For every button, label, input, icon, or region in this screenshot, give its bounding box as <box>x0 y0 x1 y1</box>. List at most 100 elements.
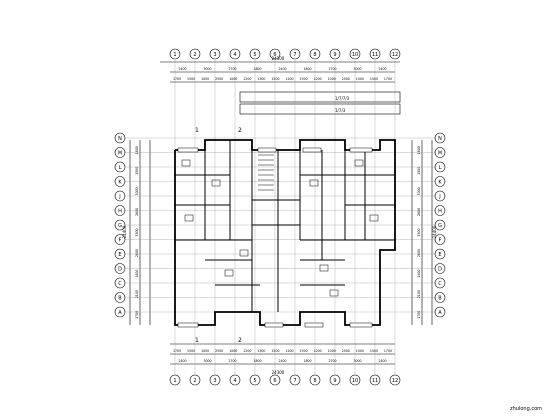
axis-right-label-G: G <box>438 223 442 229</box>
fixture-7 <box>319 264 329 272</box>
axis-left-bubble-G <box>114 219 126 231</box>
window-7 <box>349 322 373 328</box>
axis-right-label-J: J <box>438 194 440 200</box>
axis-right-bubble-F <box>434 234 446 245</box>
axis-top-bubble-9 <box>329 48 341 60</box>
plan-walls <box>174 139 396 328</box>
axis-right-label-C: C <box>438 281 442 287</box>
section-mark-3: 1 <box>195 337 199 344</box>
dim-top-row2-1: 1500 <box>187 77 195 81</box>
section-mark-4: 2 <box>238 337 242 344</box>
axis-bottom-label-11: 11 <box>372 378 378 384</box>
dim-right-7: 1500 <box>417 167 421 175</box>
dim-bottom-row1-10: 1200 <box>314 349 322 353</box>
dim-left-1: 2100 <box>135 290 139 298</box>
axis-right-bubble-L <box>434 161 446 173</box>
axis-left-bubble-L <box>114 161 126 173</box>
axis-left-bubble-J <box>114 190 126 202</box>
stair-label-1: 1/7/7/3 <box>335 96 350 101</box>
dim-right-5: 2600 <box>417 208 421 216</box>
window-3 <box>349 147 373 153</box>
stair-run-lower <box>239 103 401 115</box>
fixture-0 <box>181 159 191 167</box>
axis-bottom-bubble-8 <box>309 374 321 386</box>
axis-bottom-bubble-11 <box>369 374 381 386</box>
dim-bottom-row1-1: 1500 <box>187 349 195 353</box>
axis-left-label-J: J <box>118 194 120 200</box>
dim-right-2: 1400 <box>417 270 421 278</box>
axis-bottom-label-3: 3 <box>213 378 216 384</box>
window-0 <box>177 147 199 153</box>
axis-left-label-D: D <box>118 266 122 272</box>
dim-top-row1-0: 2400 <box>178 67 186 71</box>
dim-top-row1-5: 1800 <box>303 67 311 71</box>
axis-top-label-6: 6 <box>273 52 276 58</box>
axis-bottom-bubble-6 <box>269 374 281 386</box>
axis-bottom-bubble-12 <box>389 374 401 386</box>
dim-left-5: 2600 <box>135 208 139 216</box>
axis-bottom-bubble-9 <box>329 374 341 386</box>
dim-bottom-row2-5: 1800 <box>303 359 311 363</box>
axis-right-bubble-N <box>434 132 446 144</box>
axis-bottom-label-10: 10 <box>352 378 358 384</box>
dim-bottom-row1-12: 2500 <box>342 349 350 353</box>
axis-right-bubble-A <box>434 306 446 318</box>
dim-top-row2-8: 1200 <box>285 77 293 81</box>
dim-total-right: 24400 <box>432 225 437 238</box>
axis-right-label-D: D <box>438 266 442 272</box>
window-6 <box>304 322 324 328</box>
axis-left-bubble-C <box>114 277 126 289</box>
dim-right-0: 1700 <box>417 311 421 319</box>
axis-left-bubble-N <box>114 132 126 144</box>
fixture-5 <box>354 159 364 167</box>
axis-bottom-bubble-7 <box>289 374 301 386</box>
axis-left-label-H: H <box>118 208 122 214</box>
dim-right-4: 3300 <box>417 228 421 236</box>
section-mark-2: 2 <box>238 127 242 134</box>
axis-top-bubble-2 <box>189 48 201 60</box>
axis-right-bubble-D <box>434 263 446 274</box>
axis-right-bubble-K <box>434 176 446 187</box>
axis-left-label-M: M <box>118 150 122 156</box>
axis-left-label-G: G <box>118 223 122 229</box>
axis-bottom-label-4: 4 <box>233 378 236 384</box>
dim-bottom-row2-1: 3000 <box>203 359 211 363</box>
dim-left-4: 3300 <box>135 228 139 236</box>
dim-bottom-row2-0: 2400 <box>178 359 186 363</box>
axis-left-label-L: L <box>119 165 122 171</box>
dim-bottom-row2-4: 2400 <box>278 359 286 363</box>
dim-total-left: 24400 <box>122 225 127 238</box>
axis-bottom-label-7: 7 <box>293 378 296 384</box>
axis-top-bubble-12 <box>389 48 401 60</box>
axis-bottom-label-12: 12 <box>392 378 398 384</box>
axis-right-label-K: K <box>438 179 442 185</box>
axis-left-label-A: A <box>118 310 122 316</box>
fixture-1 <box>211 179 221 187</box>
dim-bottom-row1-3: 2500 <box>215 349 223 353</box>
section-mark-1: 1 <box>195 127 199 134</box>
fixture-6 <box>369 214 379 222</box>
dim-left-3: 2800 <box>135 249 139 257</box>
dim-left-7: 1500 <box>135 167 139 175</box>
dim-bottom-row1-4: 1000 <box>229 349 237 353</box>
axis-left-label-B: B <box>118 295 122 301</box>
dim-top-row2-15: 1700 <box>384 77 392 81</box>
axis-left-bubble-D <box>114 263 126 274</box>
stair-run-upper <box>239 91 401 103</box>
dim-top-row2-3: 2500 <box>215 77 223 81</box>
axis-right-bubble-E <box>434 248 446 260</box>
dim-top-row2-5: 1200 <box>243 77 251 81</box>
axis-top-label-3: 3 <box>213 52 216 58</box>
axis-bottom-label-9: 9 <box>333 378 336 384</box>
dim-right-1: 2100 <box>417 290 421 298</box>
dim-top-row2-13: 1000 <box>356 77 364 81</box>
axis-right-bubble-C <box>434 277 446 289</box>
dim-top-row1-3: 1800 <box>253 67 261 71</box>
dim-top-row2-11: 1000 <box>328 77 336 81</box>
axis-bottom-bubble-10 <box>349 374 361 386</box>
axis-right-bubble-H <box>434 205 446 216</box>
dim-top-row1-4: 2400 <box>278 67 286 71</box>
dim-top-row2-12: 2500 <box>342 77 350 81</box>
